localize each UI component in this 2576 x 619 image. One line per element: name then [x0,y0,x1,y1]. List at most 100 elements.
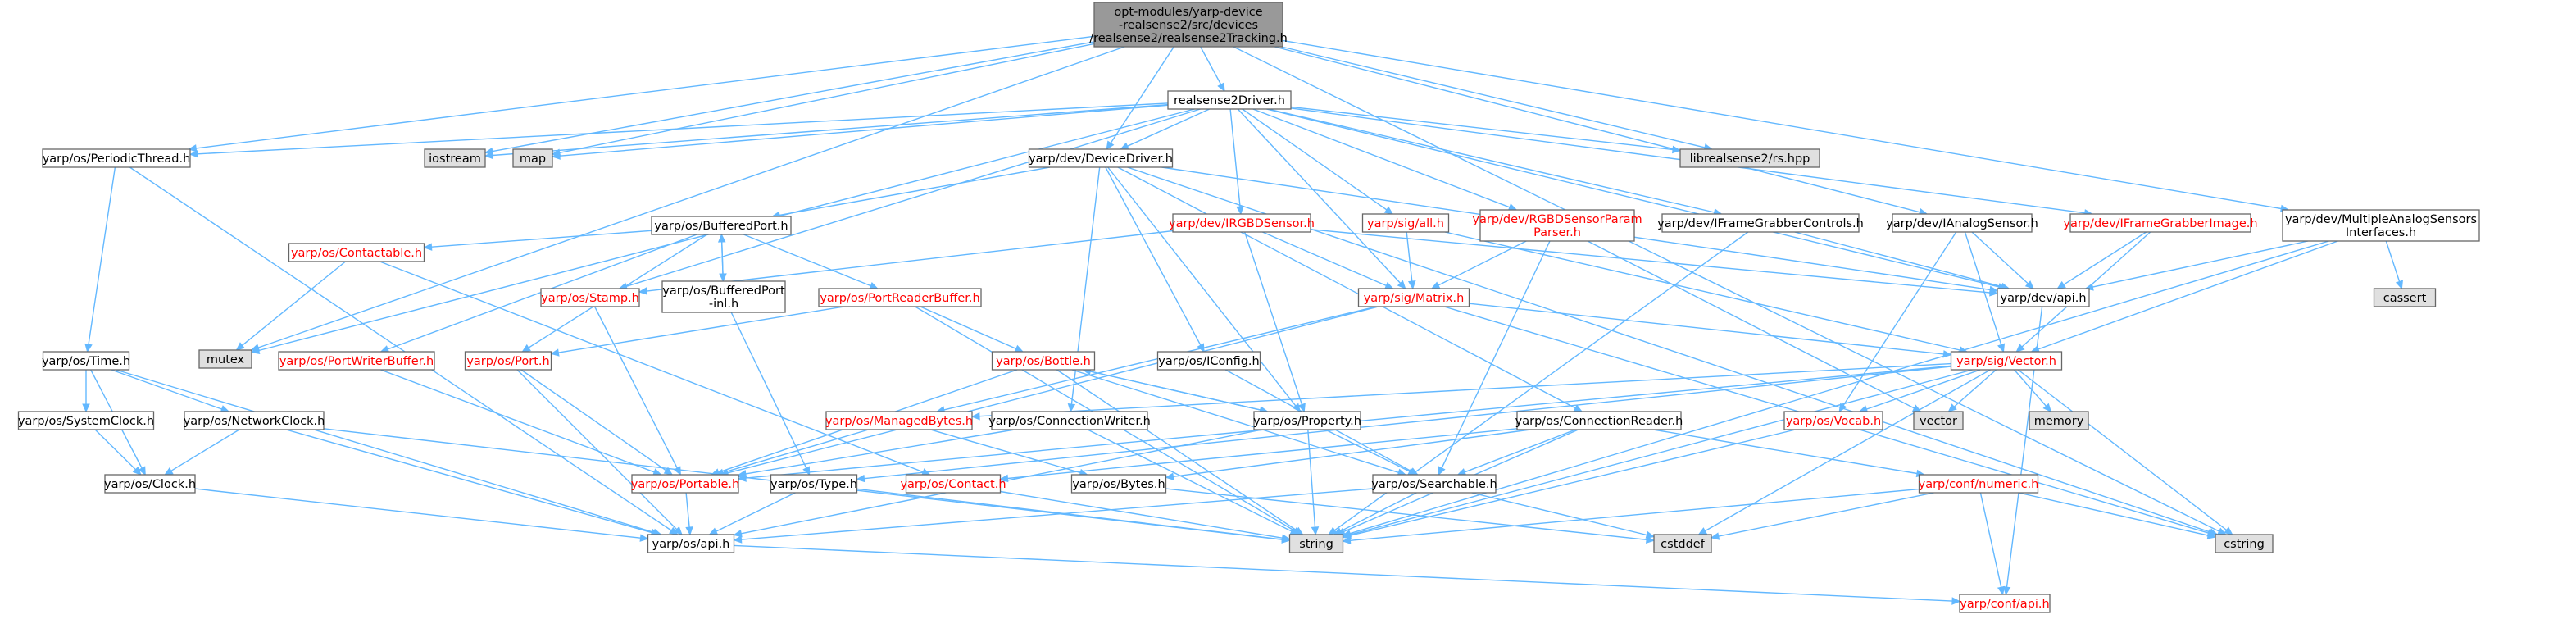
edge-line [1200,46,1222,85]
node-portable[interactable]: yarp/os/Portable.h [631,474,739,494]
edge-line [1107,166,1297,407]
node-label-line: yarp/os/SystemClock.h [18,415,154,428]
node-label-line: yarp/sig/all.h [1367,217,1444,230]
node-bottle[interactable]: yarp/os/Bottle.h [991,351,1096,371]
node-box [1679,148,1820,168]
node-confapi[interactable]: yarp/conf/api.h [1959,594,2051,613]
node-managedbytes[interactable]: yarp/os/ManagedBytes.h [825,411,973,430]
edge-arrowhead [1342,531,1352,539]
node-box [651,216,792,235]
node-networkclock[interactable]: yarp/os/NetworkClock.h [184,411,325,430]
node-label: yarp/os/PortReaderBuffer.h [820,292,979,305]
node-numeric[interactable]: yarp/conf/numeric.h [1919,474,2039,494]
edge-searchable-to-osapi [733,488,1374,544]
node-label-line: yarp/os/IConfig.h [1158,355,1259,368]
edge-line [1117,166,1576,409]
node-bufportinl[interactable]: yarp/os/BufferedPort-inl.h [661,280,786,313]
node-label-line: yarp/os/PortReaderBuffer.h [820,292,979,305]
edge-line [864,366,1951,480]
node-irgbd[interactable]: yarp/dev/IRGBDSensor.h [1169,213,1315,233]
edge-line [431,230,652,248]
node-iconfig[interactable]: yarp/os/IConfig.h [1156,351,1261,371]
edge-arrowhead [1989,289,1999,297]
node-periodic[interactable]: yarp/os/PeriodicThread.h [42,148,191,168]
node-contact[interactable]: yarp/os/Contact.h [900,474,1006,494]
edge-connwriter-to-portable [737,429,1015,478]
node-devapi[interactable]: yarp/dev/api.h [1997,288,2090,307]
edge-numeric-to-string [1342,488,1920,544]
node-box [1950,351,2063,371]
edge-line [1242,108,1388,211]
edge-line [194,488,641,539]
node-vector[interactable]: yarp/sig/Vector.h [1950,351,2063,371]
node-label: yarp/os/Stamp.h [541,292,639,305]
edge-line [1110,46,1174,143]
edge-time-to-systemclock [82,369,90,413]
node-stamp[interactable]: yarp/os/Stamp.h [540,288,640,307]
edge-numeric-to-cstddef [1710,492,1934,540]
node-box [991,351,1096,371]
node-osapi[interactable]: yarp/os/api.h [647,534,735,553]
edge-connreader-to-bytes [1165,429,1531,480]
node-bufport[interactable]: yarp/os/BufferedPort.h [651,216,792,235]
node-label-line: string [1299,538,1333,551]
node-ianalog[interactable]: yarp/dev/IAnalogSensor.h [1886,213,2038,233]
node-rsdriver[interactable]: realsense2Driver.h [1167,90,1292,110]
node-sigall[interactable]: yarp/sig/all.h [1361,213,1450,233]
node-searchable[interactable]: yarp/os/Searchable.h [1371,474,1497,494]
node-contactable[interactable]: yarp/os/Contactable.h [288,243,425,262]
edge-line [920,306,1017,350]
edge-line [745,429,1015,475]
node-label-line: vector [1920,415,1957,428]
node-connreader[interactable]: yarp/os/ConnectionReader.h [1515,411,1683,430]
edge-line [1007,428,1518,480]
edge-arrowhead [188,144,198,152]
node-ifgctrl[interactable]: yarp/dev/IFrameGrabberControls.h [1657,213,1864,233]
edge-clock-to-osapi [194,488,649,542]
edge-line [2385,240,2401,282]
node-label-line: Interfaces.h [2346,226,2416,239]
edge-line [257,46,1125,348]
edge-line [1233,46,2219,532]
node-label-line: yarp/os/api.h [652,538,730,551]
node-label-line: yarp/os/Stamp.h [541,292,639,305]
node-root[interactable]: opt-modules/yarp-device-realsense2/src/d… [1089,2,1288,48]
node-box [631,474,739,494]
node-label: yarp/os/Property.h [1253,415,1361,428]
edge-multianalog-to-cassert [2385,240,2403,290]
node-time[interactable]: yarp/os/Time.h [42,351,130,371]
node-ifgimg[interactable]: yarp/dev/IFrameGrabberImage.h [2063,213,2258,233]
node-port[interactable]: yarp/os/Port.h [464,351,552,371]
edge-multianalog-to-devapi [2084,240,2309,291]
node-label-line: opt-modules/yarp-device [1114,6,1262,19]
node-portwriter[interactable]: yarp/os/PortWriterBuffer.h [278,351,435,371]
edge-arrowhead [1397,280,1406,289]
node-systemclock[interactable]: yarp/os/SystemClock.h [17,411,155,430]
node-box [2029,411,2089,430]
node-clock[interactable]: yarp/os/Clock.h [104,474,196,494]
node-label-line: yarp/os/NetworkClock.h [184,415,325,428]
edge-line [516,369,678,530]
node-devdriver[interactable]: yarp/dev/DeviceDriver.h [1028,148,1174,168]
node-label-line: realsense2Driver.h [1174,94,1285,107]
node-label-line: yarp/os/Time.h [42,355,130,368]
node-bytes[interactable]: yarp/os/Bytes.h [1070,474,1167,494]
edge-arrowhead [1297,403,1306,413]
node-cassert: cassert [2373,288,2437,307]
edge-line [2006,306,2043,588]
node-portreader[interactable]: yarp/os/PortReaderBuffer.h [818,288,982,307]
node-property[interactable]: yarp/os/Property.h [1253,411,1361,430]
node-connwriter[interactable]: yarp/os/ConnectionWriter.h [988,411,1151,430]
node-label-line: -inl.h [709,298,738,311]
node-vocab[interactable]: yarp/os/Vocab.h [1783,411,1883,430]
edge-line [1281,46,1706,148]
edge-arrowhead [2206,531,2217,539]
edge-line [2014,369,2047,407]
node-label-line: yarp/os/ConnectionReader.h [1515,415,1683,428]
node-type[interactable]: yarp/os/Type.h [770,474,858,494]
node-label: yarp/os/Clock.h [104,478,196,491]
node-matrix[interactable]: yarp/sig/Matrix.h [1357,288,1470,307]
